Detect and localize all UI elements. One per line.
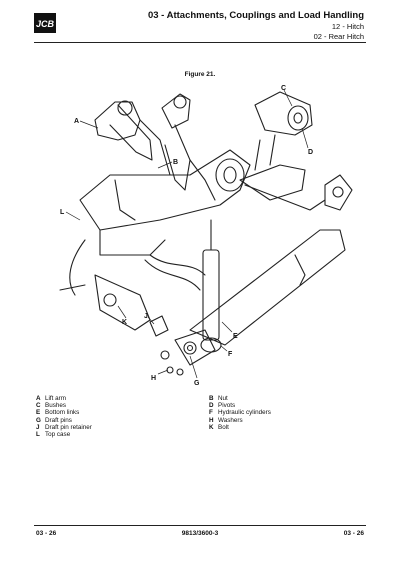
section-subtitle-rear-hitch: 02 - Rear Hitch (313, 32, 364, 41)
callout-a: A (74, 118, 79, 125)
section-title: 03 - Attachments, Couplings and Load Han… (147, 10, 364, 21)
callout-h: H (151, 375, 156, 382)
callout-b: B (173, 159, 178, 166)
callout-g: G (194, 380, 200, 387)
figure-caption: Figure 21. (184, 71, 216, 78)
section-subtitle-hitch: 12 - Hitch (331, 22, 364, 31)
header-divider (34, 42, 366, 43)
callout-k: K (122, 319, 127, 326)
page-number-left: 03 - 26 (36, 530, 57, 537)
page-number-right: 03 - 26 (343, 530, 364, 537)
footer-divider (34, 525, 366, 526)
callout-l: L (60, 209, 65, 216)
callout-d: D (308, 149, 313, 156)
document-number: 9813/3600-3 (181, 530, 219, 537)
rear-hitch-illustration: A B C D E F G H J K L (59, 85, 353, 387)
callout-c: C (281, 85, 286, 92)
callout-e: E (233, 333, 238, 340)
svg-text:JCB: JCB (36, 19, 55, 29)
callout-f: F (228, 351, 233, 358)
callout-j: J (144, 313, 148, 320)
jcb-logo: JCB (34, 13, 56, 33)
